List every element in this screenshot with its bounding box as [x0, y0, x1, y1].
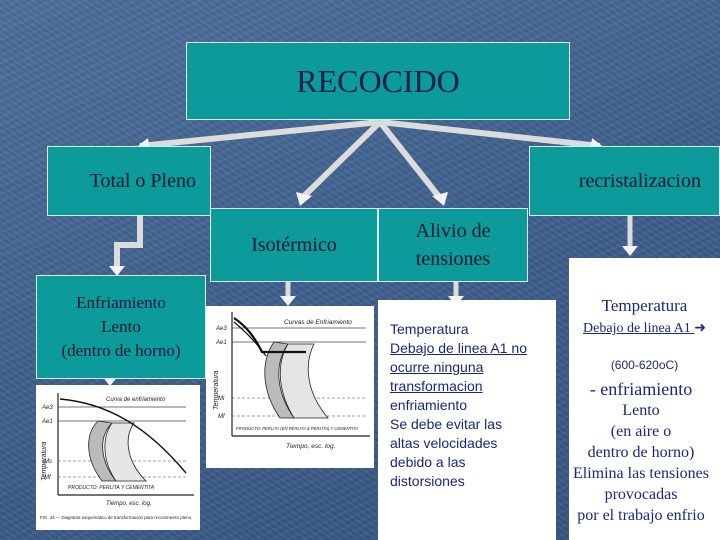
recr-body: - enfriamiento Lento (en aire o dentro d… — [561, 379, 720, 526]
fig-mid-ms: Mi — [218, 396, 225, 402]
alivio-label-line2: tensiones — [415, 248, 491, 270]
arrow-to-alivio — [377, 120, 443, 200]
recr-temperatura: Temperatura — [601, 296, 688, 315]
fig-left-curve-label: Curva de enfriamiento — [106, 397, 166, 403]
arrow-to-total — [139, 119, 381, 149]
recr-elimina: Elimina las tensiones — [573, 465, 709, 482]
recristalizacion-label: recristalizacion — [578, 169, 701, 192]
total-pleno-label: Total o Pleno — [89, 169, 196, 192]
enfriamiento-line3: (dentro de horno) — [61, 341, 181, 360]
fig-mid-ae3: Ae3 — [215, 326, 227, 332]
fig-left-mf: Mf — [44, 475, 52, 481]
recr-en-aire: (en aire o — [610, 423, 672, 440]
arrow-total-to-enfriamiento — [114, 216, 143, 270]
recristalizacion-box: recristalizacion — [529, 146, 720, 216]
alivio-text-line3: ocurre ninguna — [390, 359, 484, 375]
recr-por-trabajo: por el trabajo enfrio — [577, 507, 705, 524]
alivio-text-line1: Temperatura — [390, 321, 469, 337]
recr-debajo-linea: Debajo de linea A1 ➜ — [569, 320, 720, 337]
fig-mid-ylabel: Temperatura — [213, 370, 220, 410]
fig-mid-curve-label: Curvas de Enfriamiento — [284, 319, 352, 326]
total-pleno-box: Total o Pleno — [47, 146, 211, 216]
figure-left-svg: Temperatura Ae3 Ae1 Ms Mf Curva de enfri… — [40, 393, 194, 520]
arrow-right-icon: ➜ — [694, 321, 706, 336]
fig-mid-mf: Mf — [218, 414, 226, 420]
fig-left-ae3: Ae3 — [41, 405, 53, 411]
alivio-text-line6: Se debe evitar las — [390, 416, 503, 432]
recr-dentro: dentro de horno) — [587, 444, 695, 461]
enfriamiento-line1: Enfriamiento — [76, 293, 166, 312]
title-box: RECOCIDO — [186, 42, 570, 120]
fig-left-xlabel: Tiempo, esc. log. — [106, 501, 152, 507]
recr-provocadas: provocadas — [604, 486, 678, 503]
fig-mid-xlabel: Tiempo, esc. log. — [286, 443, 336, 450]
fig-left-ms: Ms — [44, 459, 52, 465]
alivio-text-line8: debido a las — [390, 454, 466, 470]
isotermico-label: Isotérmico — [251, 233, 337, 256]
figure-recocido-pleno: Temperatura Ae3 Ae1 Ms Mf Curva de enfri… — [36, 385, 200, 530]
arrow-to-recristalizacion — [379, 119, 601, 149]
recr-debajo-text: Debajo de linea A1 — [583, 321, 691, 336]
fig-left-product: PRODUCTO: PERLITA Y CEMENTITA — [68, 485, 155, 491]
alivio-text-line5: enfriamiento — [390, 397, 468, 413]
alivio-text-line9: distorsiones — [390, 473, 465, 489]
recristalizacion-panel: Temperatura Debajo de linea A1 ➜ (600-62… — [569, 258, 720, 540]
alivio-text-line4: transformacion — [390, 378, 483, 394]
fig-left-ylabel: Temperatura — [41, 441, 48, 481]
fig-mid-ae1: Ae1 — [215, 340, 227, 346]
fig-left-caption: FIG. 44 — Diagrama esquemático de transf… — [40, 515, 192, 520]
arrow-to-isotermico — [299, 119, 383, 201]
fig-left-ae1: Ae1 — [41, 419, 53, 425]
isotermico-box: Isotérmico — [210, 208, 378, 282]
page-title: RECOCIDO — [296, 62, 460, 99]
recr-lento: Lento — [622, 402, 660, 419]
recr-range: (600-620oC) — [610, 358, 679, 372]
enfriamiento-line2: Lento — [101, 317, 141, 336]
alivio-tensiones-box: Alivio de tensiones — [378, 208, 528, 282]
recr-enfriamiento: - enfriamiento — [589, 379, 693, 399]
alivio-label-line1: Alivio de — [415, 220, 491, 242]
alivio-text-line2: Debajo de linea A1 no — [390, 340, 527, 356]
figure-mid-svg: Temperatura Ae3 Ae1 Mi Mf Curvas de Enfr… — [213, 312, 370, 450]
fig-mid-product: PRODUCTO: PERLITA (EN PERLITA & PERLITA)… — [236, 426, 358, 431]
alivio-text-line7: altas velocidades — [390, 435, 498, 451]
alivio-tensiones-panel: Temperatura Debajo de linea A1 no ocurre… — [378, 300, 556, 540]
enfriamiento-box: Enfriamiento Lento (dentro de horno) — [36, 275, 206, 379]
figure-isotermico: Temperatura Ae3 Ae1 Mi Mf Curvas de Enfr… — [206, 306, 374, 468]
